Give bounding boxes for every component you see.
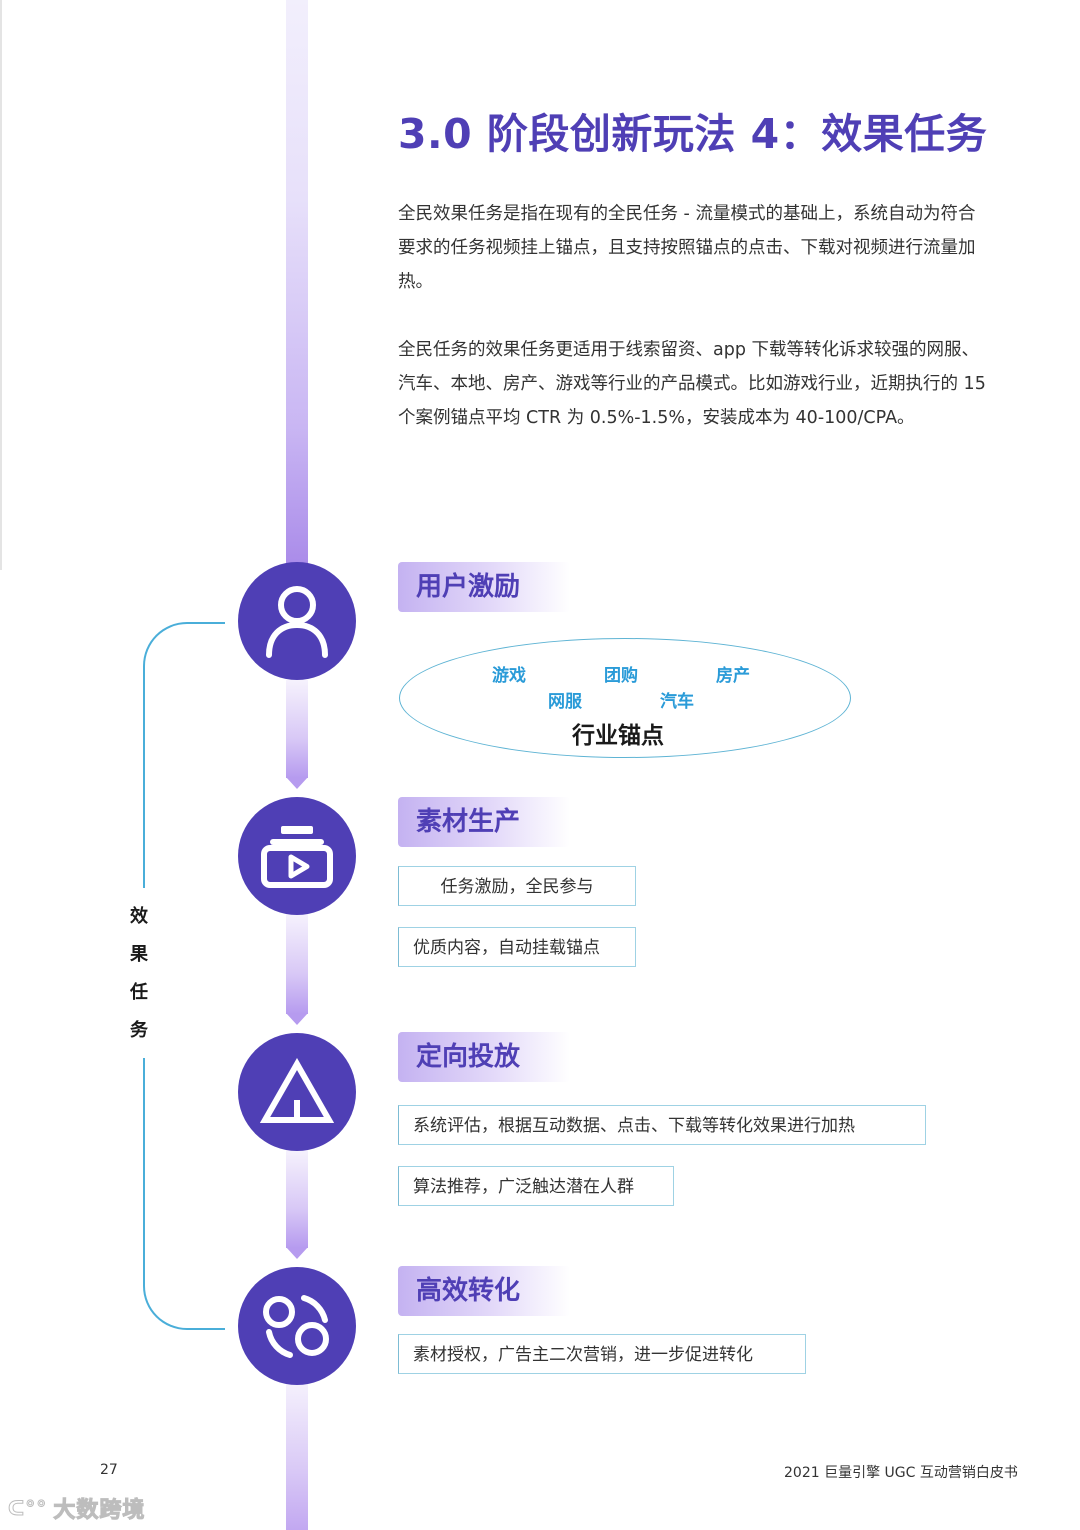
delivery-item-1: 系统评估，根据互动数据、点击、下载等转化效果进行加热 <box>398 1105 926 1145</box>
group-label-char: 果 <box>130 944 148 965</box>
industry-tag-real-estate: 房产 <box>716 666 750 686</box>
industry-tag-online-service: 网服 <box>548 692 582 712</box>
timeline-arrow-2 <box>286 1013 308 1025</box>
intro-paragraph-2: 全民任务的效果任务更适用于线索留资、app 下载等转化诉求较强的网服、汽车、本地… <box>398 340 986 428</box>
conversion-cycle-icon <box>263 1295 329 1358</box>
step-node-material-production <box>238 797 356 915</box>
page-edge-line <box>0 0 2 570</box>
triangle-target-icon <box>260 1058 334 1123</box>
timeline-arrow-1 <box>286 777 308 789</box>
timeline-spine-top <box>286 0 308 570</box>
delivery-item-2: 算法推荐，广泛触达潜在人群 <box>398 1166 674 1206</box>
industry-tag-auto: 汽车 <box>660 692 694 712</box>
watermark-text: 大数跨境 <box>53 1498 146 1524</box>
step-title-user-incentive: 用户激励 <box>398 562 570 612</box>
group-label-char: 务 <box>130 1020 148 1041</box>
user-icon <box>266 586 328 658</box>
intro-paragraph-1: 全民效果任务是指在现有的全民任务 - 流量模式的基础上，系统自动为符合要求的任务… <box>398 204 976 292</box>
step-node-targeted-delivery <box>238 1033 356 1151</box>
video-stack-icon <box>261 826 333 888</box>
timeline-spine-bottom <box>286 1380 308 1530</box>
group-label-char: 任 <box>130 982 148 1003</box>
page-title: 3.0 阶段创新玩法 4：效果任务 <box>398 110 988 158</box>
industry-anchor-caption: 行业锚点 <box>572 723 664 749</box>
group-label-char: 效 <box>130 906 148 927</box>
step-node-efficient-conversion <box>238 1267 356 1385</box>
material-item-2: 优质内容，自动挂载锚点 <box>398 927 636 967</box>
watermark: ᑕ°° 大数跨境 <box>7 1492 146 1524</box>
group-label-vertical: 效 果 任 务 <box>128 898 150 1050</box>
bracket-gap <box>130 888 160 1058</box>
step-node-user-incentive <box>238 562 356 680</box>
timeline-spine-segment-2 <box>286 914 308 1014</box>
industry-tag-group-buy: 团购 <box>604 666 638 686</box>
industry-tag-game: 游戏 <box>492 666 526 686</box>
step-title-efficient-conversion: 高效转化 <box>398 1266 570 1316</box>
industry-anchor-ellipse <box>399 638 851 758</box>
step-title-targeted-delivery: 定向投放 <box>398 1032 570 1082</box>
timeline-spine-segment-1 <box>286 680 308 778</box>
page-number: 27 <box>100 1462 118 1478</box>
publication-title: 2021 巨量引擎 UGC 互动营销白皮书 <box>784 1465 1018 1481</box>
watermark-logo-icon: ᑕ°° <box>7 1496 48 1521</box>
timeline-arrow-3 <box>286 1247 308 1259</box>
material-item-1: 任务激励，全民参与 <box>398 866 636 906</box>
step-title-material-production: 素材生产 <box>398 797 570 847</box>
timeline-spine-segment-3 <box>286 1150 308 1248</box>
conversion-item-1: 素材授权，广告主二次营销，进一步促进转化 <box>398 1334 806 1374</box>
